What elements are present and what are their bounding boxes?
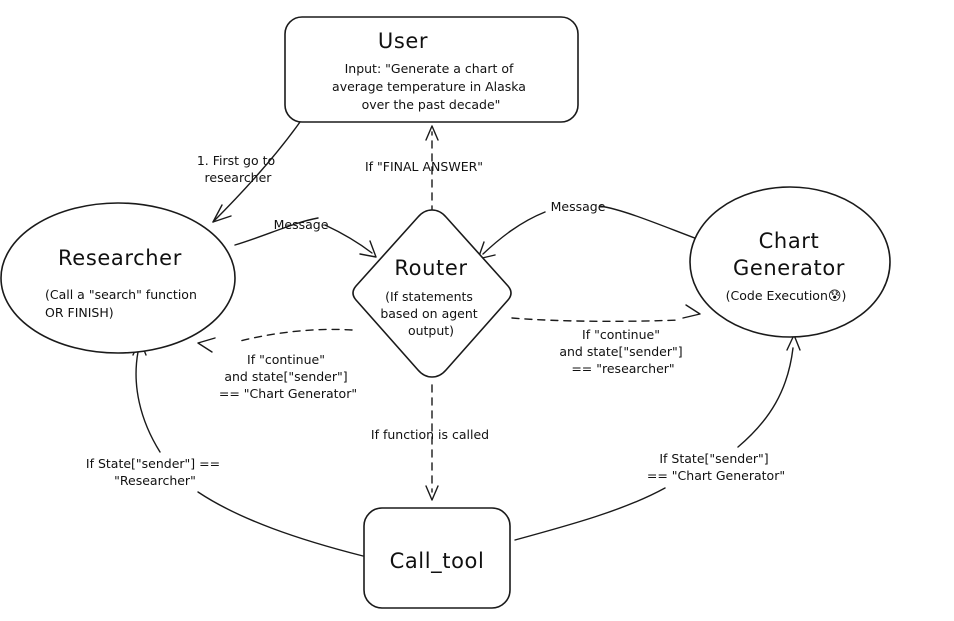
node-chart-generator-body: (Code Execution😰) [726,288,847,304]
node-chart-generator-title-line1: Chart [759,229,820,253]
edge-path-tail [197,491,364,557]
node-call-tool[interactable]: Call_tool [363,507,511,609]
node-router[interactable]: Router (If statements based on agent out… [352,209,512,378]
edge-path-head [482,211,546,255]
edge-router-to-chartgen: If "continue" and state["sender"] == "re… [511,304,701,376]
arrowhead [425,125,439,141]
edge-path-tail [514,487,666,541]
edge-path-head [135,351,161,453]
edge-router-to-researcher: If "continue" and state["sender"] == "Ch… [197,328,357,401]
code-execution-paren: ) [841,288,846,303]
node-chart-generator-title-line2: Generator [733,256,845,280]
node-chart-generator-shape[interactable] [689,186,891,338]
edge-path [239,328,353,342]
edge-researcher-to-router: Message [234,217,377,258]
edge-label-chartgen-to-router: Message [551,199,606,214]
node-researcher-shape[interactable] [0,202,236,354]
anxious-face-emoji: 😰 [828,289,842,304]
node-router-shape[interactable] [352,209,512,378]
arrowhead [197,337,216,353]
node-router-body: (If statements based on agent output) [380,289,481,338]
edge-chartgen-to-router: Message [477,199,701,260]
edge-label-user-to-researcher: 1. First go to researcher [197,153,279,185]
edge-path-head [324,224,373,254]
node-router-title: Router [394,256,467,280]
edge-label-router-to-user: If "FINAL ANSWER" [365,159,483,174]
node-user-title: User [378,29,428,53]
node-user[interactable]: User Input: "Generate a chart of average… [284,16,579,123]
edge-label-router-to-chartgen: If "continue" and state["sender"] == "re… [559,327,686,376]
node-researcher[interactable]: Researcher (Call a "search" function OR … [0,202,236,354]
edge-router-to-user: If "FINAL ANSWER" [365,125,483,214]
edge-user-to-researcher: 1. First go to researcher [197,121,301,223]
node-user-body: Input: "Generate a chart of average temp… [332,61,530,112]
arrowhead [359,240,377,258]
edge-label-router-to-calltool: If function is called [371,427,489,442]
node-user-shape[interactable] [284,16,579,123]
edge-label-calltool-to-chartgen: If State["sender"] == "Chart Generator" [647,451,785,483]
edge-label-calltool-to-researcher: If State["sender"] == "Researcher" [86,456,224,488]
edge-label-researcher-to-router: Message [274,217,329,232]
edge-router-to-calltool: If function is called [371,384,489,501]
node-call-tool-shape[interactable] [363,507,511,609]
arrowhead [212,204,232,223]
node-call-tool-title: Call_tool [390,549,485,574]
edge-path-tail [599,205,701,241]
edge-calltool-to-chartgen: If State["sender"] == "Chart Generator" [514,334,801,541]
edge-path [212,121,301,223]
node-chart-generator[interactable]: Chart Generator (Code Execution😰) [689,186,891,338]
edge-label-router-to-researcher: If "continue" and state["sender"] == "Ch… [219,352,357,401]
code-execution-text: (Code Execution [726,288,828,303]
edge-path-tail [234,217,319,246]
edge-path-head [737,347,794,448]
arrowhead [425,485,439,501]
edge-path [511,317,681,323]
node-researcher-body: (Call a "search" function OR FINISH) [45,287,201,320]
node-researcher-title: Researcher [58,246,182,270]
arrowhead [682,304,701,319]
